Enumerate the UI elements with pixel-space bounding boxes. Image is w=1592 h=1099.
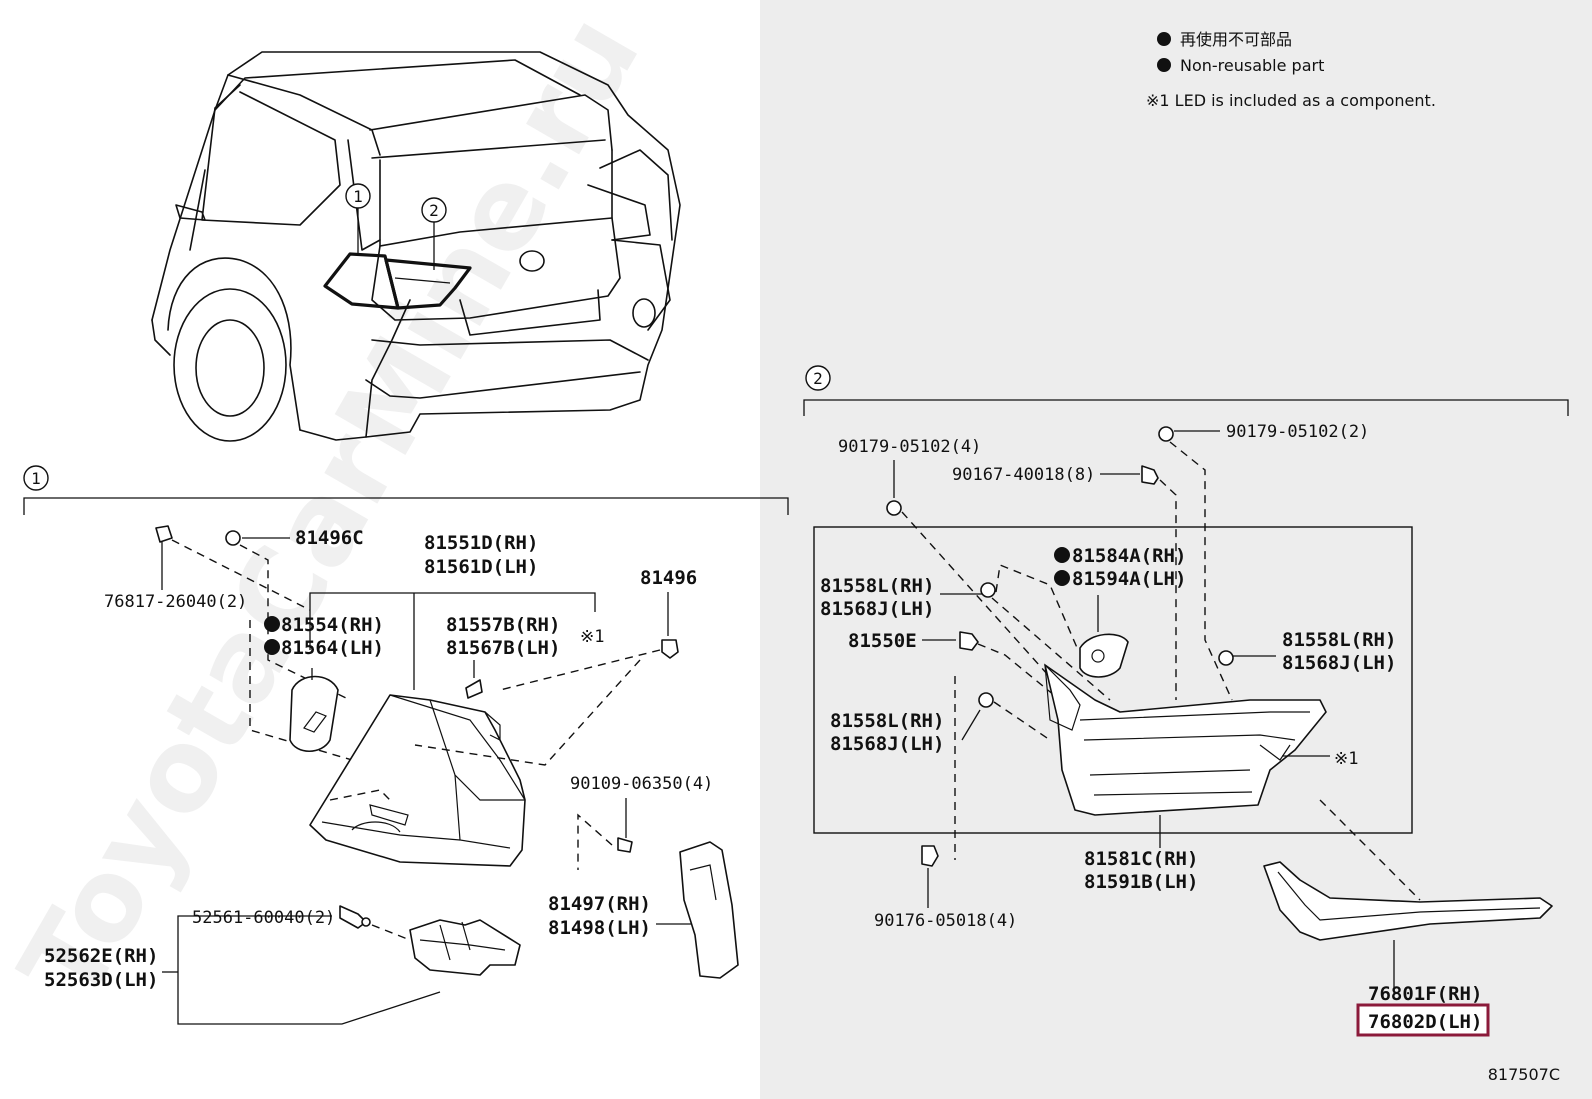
part-76817-26040: 76817-26040(2)	[104, 592, 247, 612]
section-1: 1 76817-26040(2) 81496C 81551D(RH) 81561…	[23, 465, 789, 1025]
part-81568J-a: 81568J(LH)	[820, 598, 934, 620]
part-90179-05102-4: 90179-05102(4)	[838, 437, 981, 457]
section-1-bracket	[23, 497, 789, 515]
non-reusable-dot-icon	[1157, 58, 1171, 72]
note-1-section2: ※1	[1334, 749, 1358, 769]
lamp-assembly-box	[813, 526, 1413, 834]
watermark-text: ToyotaCarMine.ru	[0, 0, 665, 1024]
part-81561D: 81561D(LH)	[424, 556, 538, 578]
part-52563D: 52563D(LH)	[44, 969, 158, 991]
part-52562E: 52562E(RH)	[44, 945, 158, 967]
section-2-callout	[805, 365, 831, 391]
section-2-callout-label: 2	[813, 369, 823, 388]
part-81558L-b: 81558L(RH)	[830, 710, 944, 732]
part-90176-05018: 90176-05018(4)	[874, 911, 1017, 931]
part-81496C: 81496C	[295, 527, 364, 549]
non-reusable-dot-icon	[1054, 570, 1070, 586]
part-81581C: 81581C(RH)	[1084, 848, 1198, 870]
vehicle-rear-drawing: 1 2	[151, 51, 681, 442]
part-81497: 81497(RH)	[548, 893, 651, 915]
callout-2-label: 2	[429, 201, 439, 220]
section-1-callout	[23, 465, 49, 491]
part-76801F: 76801F(RH)	[1368, 983, 1482, 1005]
part-81554: 81554(RH)	[281, 614, 384, 636]
non-reusable-dot-icon	[1054, 547, 1070, 563]
part-81558L-a: 81558L(RH)	[820, 575, 934, 597]
legend-en-text: Non-reusable part	[1180, 56, 1324, 75]
part-81564: 81564(LH)	[281, 637, 384, 659]
legend: 再使用不可部品 Non-reusable part ※1 LED is incl…	[1146, 30, 1436, 110]
part-81498: 81498(LH)	[548, 917, 651, 939]
part-81568J-c: 81568J(LH)	[1282, 652, 1396, 674]
part-81567B: 81567B(LH)	[446, 637, 560, 659]
note-1-section1: ※1	[580, 627, 604, 647]
part-81550E: 81550E	[848, 630, 917, 652]
legend-jp-text: 再使用不可部品	[1180, 30, 1292, 49]
part-81591B: 81591B(LH)	[1084, 871, 1198, 893]
non-reusable-dot-icon	[1157, 32, 1171, 46]
figure-code: 817507C	[1488, 1065, 1560, 1084]
part-81557B: 81557B(RH)	[446, 614, 560, 636]
part-81558L-c: 81558L(RH)	[1282, 629, 1396, 651]
section-1-callout-label: 1	[31, 469, 41, 488]
led-note-text: ※1 LED is included as a component.	[1146, 91, 1436, 110]
part-81551D: 81551D(RH)	[424, 532, 538, 554]
part-76802D: 76802D(LH)	[1368, 1011, 1482, 1033]
part-81568J-b: 81568J(LH)	[830, 733, 944, 755]
non-reusable-dot-icon	[264, 639, 280, 655]
part-90167-40018: 90167-40018(8)	[952, 465, 1095, 485]
part-90179-05102-2: 90179-05102(2)	[1226, 422, 1369, 442]
part-81584A: 81584A(RH)	[1072, 545, 1186, 567]
part-52561-60040: 52561-60040(2)	[192, 908, 335, 928]
part-81496: 81496	[640, 567, 697, 589]
callout-1-label: 1	[353, 187, 363, 206]
inner-lamp-outline	[384, 258, 472, 310]
part-76802D-highlight-box	[1356, 1003, 1490, 1037]
part-81594A: 81594A(LH)	[1072, 568, 1186, 590]
section-2: 2 90179-05102(4) 90179-05102(2) 90167-40…	[803, 365, 1569, 1037]
part-90109-06350: 90109-06350(4)	[570, 774, 713, 794]
non-reusable-dot-icon	[264, 616, 280, 632]
section-2-bracket	[803, 399, 1569, 416]
